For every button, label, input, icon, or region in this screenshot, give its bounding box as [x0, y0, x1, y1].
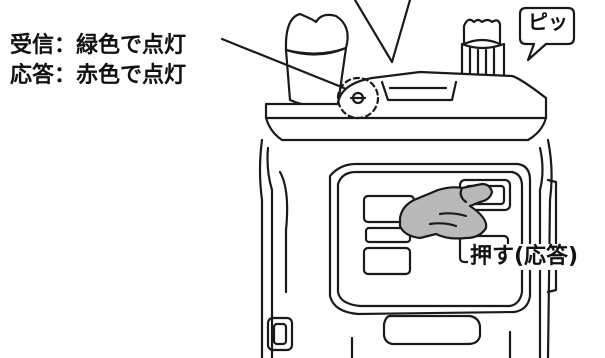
receive-led-label: 受信：緑色で点灯 — [10, 33, 187, 58]
answer-led-label: 応答：赤色で点灯 — [10, 63, 187, 88]
beep-label: ピッ — [528, 10, 568, 34]
volume-knob — [460, 18, 506, 83]
push-answer-label: 押す(応答) — [468, 244, 581, 270]
led-leader-line — [220, 37, 346, 90]
radio-top — [264, 70, 548, 142]
speaker-grille — [350, 314, 512, 358]
led-indicator — [349, 91, 367, 105]
beep-bubble — [518, 6, 576, 62]
key-bottom-left — [362, 246, 412, 276]
speech-bubble-tail — [353, 0, 412, 64]
led-indicator-highlight — [336, 76, 380, 120]
keypad-panel — [328, 162, 532, 316]
pressing-hand — [398, 182, 494, 240]
